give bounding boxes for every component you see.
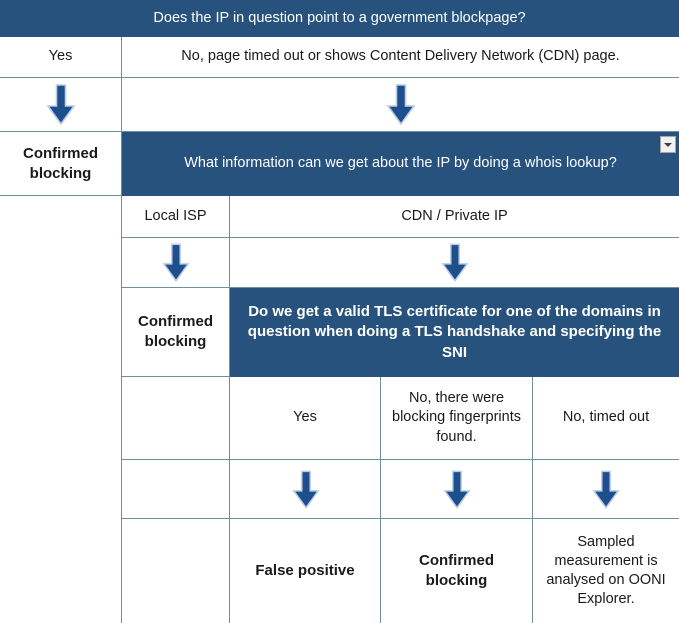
answer-cell-no-cdn: No, page timed out or shows Content Deli… <box>122 37 679 78</box>
outcome-cell-confirmed-blocking-2: Confirmed blocking <box>122 288 230 377</box>
answer-cell-tls-timed-out: No, timed out <box>533 377 679 460</box>
spacer-cell-col2-3 <box>122 519 230 623</box>
answer-cell-yes: Yes <box>0 37 122 78</box>
spacer-cell-col2-1 <box>122 377 230 460</box>
outcome-cell-confirmed-blocking-3-label: Confirmed blocking <box>419 552 494 589</box>
outcome-cell-ooni-explorer: Sampled measurement is analysed on OONI … <box>533 519 679 623</box>
arrow-cell-tls-yes <box>230 460 381 519</box>
outcome-cell-confirmed-blocking-1-label: Confirmed blocking <box>23 144 98 182</box>
answer-cell-no-cdn-label: No, page timed out or shows Content Deli… <box>181 48 620 65</box>
answer-cell-tls-fingerprints-label: No, there were blocking fingerprints fou… <box>392 390 521 445</box>
spacer-cell-left-1 <box>0 196 122 238</box>
spacer-cell-left-2 <box>0 238 122 288</box>
question-band-whois: What information can we get about the IP… <box>122 132 679 196</box>
arrow-cell-local-isp <box>122 238 230 288</box>
answer-cell-local-isp: Local ISP <box>122 196 230 238</box>
spacer-cell-col2-2 <box>122 460 230 519</box>
outcome-cell-false-positive-label: False positive <box>255 562 355 580</box>
answer-cell-cdn-private-ip-label: CDN / Private IP <box>401 207 508 224</box>
outcome-cell-confirmed-blocking-1: Confirmed blocking <box>0 132 122 196</box>
spacer-cell-left-6 <box>0 519 122 623</box>
outcome-cell-confirmed-blocking-3: Confirmed blocking <box>381 519 533 623</box>
answer-cell-tls-timed-out-label: No, timed out <box>562 409 650 426</box>
answer-cell-yes-label: Yes <box>48 48 73 65</box>
spacer-cell-left-4 <box>0 377 122 460</box>
answer-cell-cdn-private-ip: CDN / Private IP <box>230 196 679 238</box>
outcome-cell-false-positive: False positive <box>230 519 381 623</box>
outcome-cell-confirmed-blocking-2-label: Confirmed blocking <box>138 313 213 350</box>
question-band-tls: Do we get a valid TLS certificate for on… <box>230 288 679 377</box>
arrow-cell-left-1 <box>0 78 122 132</box>
outcome-cell-ooni-explorer-label: Sampled measurement is analysed on OONI … <box>546 533 666 608</box>
spacer-cell-left-3 <box>0 288 122 377</box>
answer-cell-tls-yes-label: Yes <box>293 409 317 426</box>
answer-cell-tls-fingerprints: No, there were blocking fingerprints fou… <box>381 377 533 460</box>
chevron-down-icon <box>664 142 672 147</box>
question-band-blockpage-label: Does the IP in question point to a gover… <box>153 9 526 26</box>
answer-cell-local-isp-label: Local ISP <box>144 207 207 224</box>
arrow-cell-right-1 <box>122 78 679 132</box>
answer-cell-tls-yes: Yes <box>230 377 381 460</box>
question-band-tls-label: Do we get a valid TLS certificate for on… <box>247 303 662 361</box>
arrow-cell-tls-timed-out <box>533 460 679 519</box>
arrow-cell-tls-fingerprints <box>381 460 533 519</box>
chevron-down-icon-filter-button[interactable] <box>660 136 676 153</box>
arrow-cell-cdn <box>230 238 679 288</box>
question-band-whois-label: What information can we get about the IP… <box>184 155 617 172</box>
spacer-cell-left-5 <box>0 460 122 519</box>
question-band-blockpage: Does the IP in question point to a gover… <box>0 0 679 37</box>
